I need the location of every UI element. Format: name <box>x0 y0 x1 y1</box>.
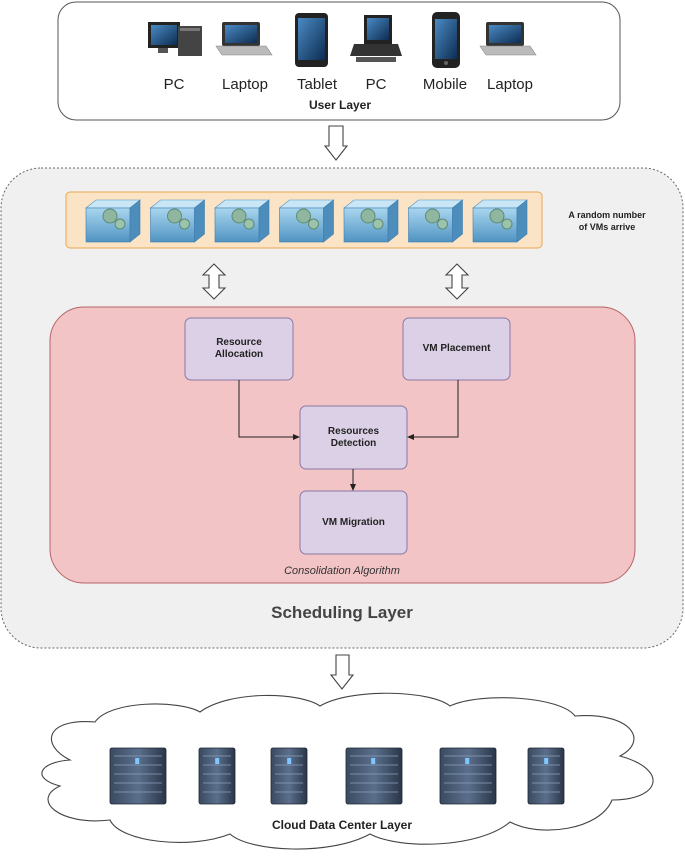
arrow-heads <box>293 434 414 491</box>
down-arrow-icon <box>323 125 349 161</box>
server-rack-icon <box>345 747 403 805</box>
bidirectional-arrow-icon <box>201 263 227 300</box>
resources-detection-line1: Resources <box>327 425 380 437</box>
server-rack-icon <box>109 747 167 805</box>
device-label-pc: PC <box>163 76 185 93</box>
scheduling-layer-title: Scheduling Layer <box>271 603 413 622</box>
virtual-machine-cube-icon <box>85 199 141 243</box>
consolidation-algorithm-caption: Consolidation Algorithm <box>284 565 400 577</box>
workstation-pc-icon <box>350 15 402 62</box>
virtual-machine-cube-icon <box>343 199 399 243</box>
resources-detection-label: Resources Detection <box>300 406 407 469</box>
virtual-machine-cube-icon <box>472 199 528 243</box>
tablet-icon <box>295 13 328 67</box>
device-label-tablet: Tablet <box>296 76 338 93</box>
laptop-icon <box>215 22 273 56</box>
vm-migration-label: VM Migration <box>322 516 385 528</box>
server-racks <box>109 747 565 805</box>
device-label-pc: PC <box>365 76 387 93</box>
bidirectional-arrow-icon <box>444 263 470 300</box>
vm-arrival-note: A random number of VMs arrive <box>552 209 662 233</box>
device-label-laptop: Laptop <box>222 76 268 93</box>
server-rack-icon <box>439 747 497 805</box>
vm-placement-box <box>402 317 511 381</box>
resource-allocation-label: Resource Allocation <box>185 318 293 380</box>
laptop-icon <box>479 22 537 56</box>
server-rack-icon <box>198 747 236 805</box>
resource-allocation-line2: Allocation <box>214 349 264 360</box>
server-rack-icon <box>527 747 565 805</box>
vm-placement-label: VM Placement <box>422 343 491 354</box>
device-label-mobile: Mobile <box>422 76 468 93</box>
server-rack-icon <box>270 747 308 805</box>
vm-arrival-note-line1: A random number <box>568 210 646 220</box>
device-label-laptop: Laptop <box>487 76 533 93</box>
desktop-pc-icon <box>148 22 202 56</box>
down-arrow-icon <box>329 654 355 690</box>
virtual-machine-cube-icon <box>278 199 335 243</box>
cloud-layer-title: Cloud Data Center Layer <box>271 818 413 832</box>
virtual-machine-cube-icon <box>214 199 270 243</box>
mobile-phone-icon <box>432 12 460 68</box>
resources-detection-line2: Detection <box>330 437 377 449</box>
vm-arrival-note-line2: of VMs arrive <box>578 222 636 232</box>
vm-migration-box <box>299 490 408 555</box>
vm-cubes <box>85 199 528 243</box>
connector-arrows <box>238 380 459 485</box>
virtual-machine-cube-icon <box>407 199 464 243</box>
user-layer-title: User Layer <box>308 98 372 112</box>
resource-allocation-line1: Resource <box>216 337 262 348</box>
virtual-machine-cube-icon <box>149 199 206 243</box>
